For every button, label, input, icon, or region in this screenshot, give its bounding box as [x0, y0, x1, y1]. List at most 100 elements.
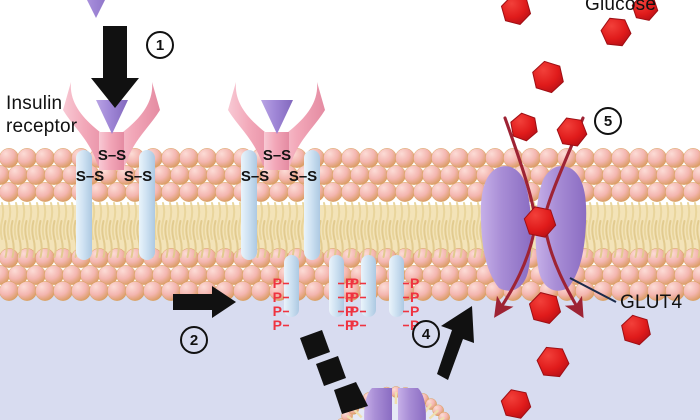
lipid-tail — [69, 202, 75, 240]
lipid-head — [125, 281, 145, 301]
lipid-head — [611, 182, 631, 202]
lipid-head — [413, 248, 433, 268]
lipid-head — [692, 165, 700, 185]
lipid-tail — [328, 202, 334, 240]
lipid-head — [269, 182, 289, 202]
lipid-tail — [24, 220, 29, 258]
lipid-head — [44, 165, 64, 185]
lipid-tail — [388, 220, 393, 258]
glucose-molecule — [510, 112, 538, 142]
lipid-head — [188, 165, 208, 185]
lipid-tail — [325, 220, 330, 258]
lipid-head — [215, 248, 235, 268]
lipid-head — [35, 281, 55, 301]
lipid-head — [305, 281, 325, 301]
lipid-tail — [171, 220, 176, 258]
lipid-tail — [654, 220, 659, 258]
lipid-tail — [657, 202, 663, 240]
lipid-tail — [213, 220, 218, 258]
lipid-tail — [13, 202, 19, 240]
lipid-tail — [682, 220, 687, 258]
disulfide-bonds-receptor-2: S–S S–S S–S — [241, 147, 317, 185]
lipid-head — [0, 148, 19, 168]
receptor-1-ss-right: S–S — [124, 168, 152, 185]
lipid-tail — [104, 202, 110, 240]
lipid-tail — [384, 202, 390, 240]
lipid-head — [449, 182, 469, 202]
phosphorylated-receptor-tail — [361, 255, 376, 317]
insulin-receptor-1 — [63, 82, 160, 260]
lipid-tail — [66, 220, 71, 258]
glucose-molecule — [500, 0, 532, 25]
lipid-head — [683, 148, 700, 168]
lipid-tail — [55, 202, 61, 240]
receptor-1-beta-right — [139, 150, 155, 260]
step-marker-2: 2 — [180, 326, 208, 354]
lipid-head — [386, 165, 406, 185]
lipid-tail — [605, 220, 610, 258]
lipid-head — [107, 182, 127, 202]
lipid-head — [107, 248, 127, 268]
lipid-tail — [598, 220, 603, 258]
lipid-head — [341, 248, 361, 268]
glut4-right-lobe — [535, 166, 587, 291]
arrow-step-4 — [437, 306, 474, 380]
lipid-tail — [447, 202, 453, 240]
phosphate-group: P — [350, 317, 359, 333]
lipid-head — [683, 281, 700, 301]
lipid-tail — [321, 202, 327, 240]
lipid-head — [0, 281, 19, 301]
vesicle-lipid-tail — [438, 416, 445, 420]
lipid-tail — [31, 220, 36, 258]
lipid-head — [53, 182, 73, 202]
phosphate-group: P — [350, 275, 359, 291]
lipid-tail — [640, 220, 645, 258]
lipid-tail — [629, 202, 635, 240]
lipid-tail — [668, 220, 673, 258]
lipid-tail — [356, 202, 362, 240]
lipid-tail — [633, 220, 638, 258]
lipid-tail — [290, 220, 295, 258]
lipid-head — [323, 182, 343, 202]
lipid-tail — [402, 220, 407, 258]
glucose-in-channel — [523, 206, 557, 238]
lipid-tail — [157, 220, 162, 258]
phosphate-group: P — [345, 317, 354, 333]
lipid-head — [683, 182, 700, 202]
lipid-tail — [216, 202, 222, 240]
glucose-molecule — [600, 17, 632, 47]
lipid-head — [143, 281, 163, 301]
lipid-head — [233, 281, 253, 301]
disulfide-bonds-receptor-1: S–S S–S S–S — [76, 147, 152, 185]
lipid-head — [593, 148, 613, 168]
lipid-tail — [689, 220, 694, 258]
vesicle-glut4-left — [364, 388, 392, 420]
lipid-tail — [675, 220, 680, 258]
lipid-tail — [230, 202, 236, 240]
phosphate-group: P — [345, 275, 354, 291]
insulin-receptor-label-line2: receptor — [6, 116, 78, 137]
lipid-tail — [185, 220, 190, 258]
lipid-tail — [685, 202, 691, 240]
receptor-1-bound-insulin — [96, 100, 128, 134]
lipid-head — [26, 165, 46, 185]
step-marker-5: 5 — [594, 107, 622, 135]
lipid-tail — [6, 202, 12, 240]
lipid-tail — [472, 220, 477, 258]
lipid-head — [350, 165, 370, 185]
arrow-step-1 — [91, 26, 139, 108]
lipid-head — [404, 165, 424, 185]
phosphate-group: P — [273, 317, 282, 333]
lipid-tail — [398, 202, 404, 240]
lipid-tail — [594, 202, 600, 240]
lipid-head — [287, 182, 307, 202]
receptor-2-ss-right: S–S — [289, 168, 317, 185]
lipid-tail — [374, 220, 379, 258]
receptor-2-bound-insulin — [261, 100, 293, 134]
lipid-tail — [237, 202, 243, 240]
lipid-tail — [419, 202, 425, 240]
lipid-tail — [363, 202, 369, 240]
lipid-tail — [178, 220, 183, 258]
lipid-head — [53, 281, 73, 301]
